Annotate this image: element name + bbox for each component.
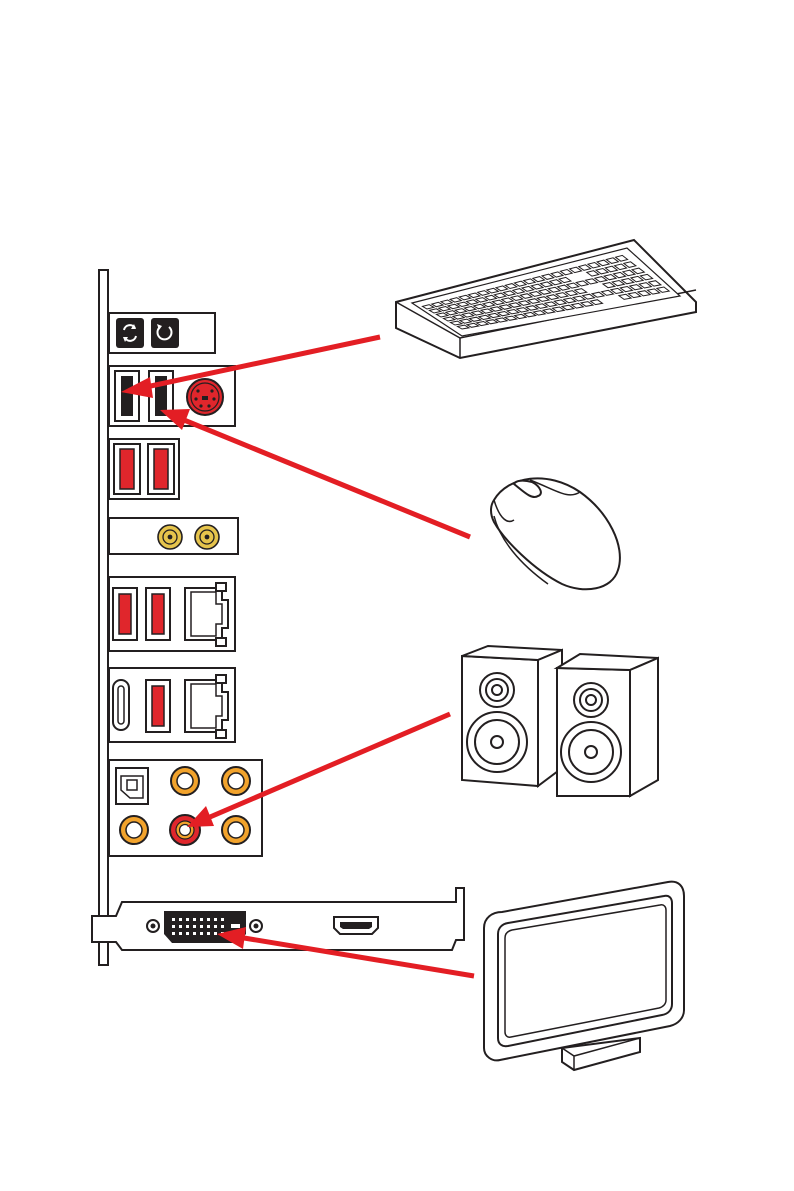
audio-jack [222,767,250,795]
wifi-antenna-block [109,518,238,554]
usb-lan-block-2 [109,668,235,742]
flash-bios-icon [151,318,179,348]
mouse-icon [491,478,620,589]
keyboard-icon [396,240,696,358]
connection-arrows [121,337,474,976]
audio-jack [120,816,148,844]
usb-3-port [152,594,164,634]
wifi-antenna-connector [195,525,219,549]
usb-3-port [152,686,164,726]
usb-3-port [119,594,131,634]
speakers-icon [462,646,658,796]
clear-cmos-icon [116,318,144,348]
usb-c-port [113,680,129,730]
usb3-block-top [109,439,179,499]
io-shield [99,270,108,965]
audio-jack [222,816,250,844]
graphics-card-bracket [92,888,464,950]
bios-button-block [109,313,215,353]
monitor-icon [484,882,684,1070]
audio-jack [171,767,199,795]
usb-lan-block-1 [109,577,235,651]
audio-block [109,760,262,856]
wifi-antenna-connector [158,525,182,549]
